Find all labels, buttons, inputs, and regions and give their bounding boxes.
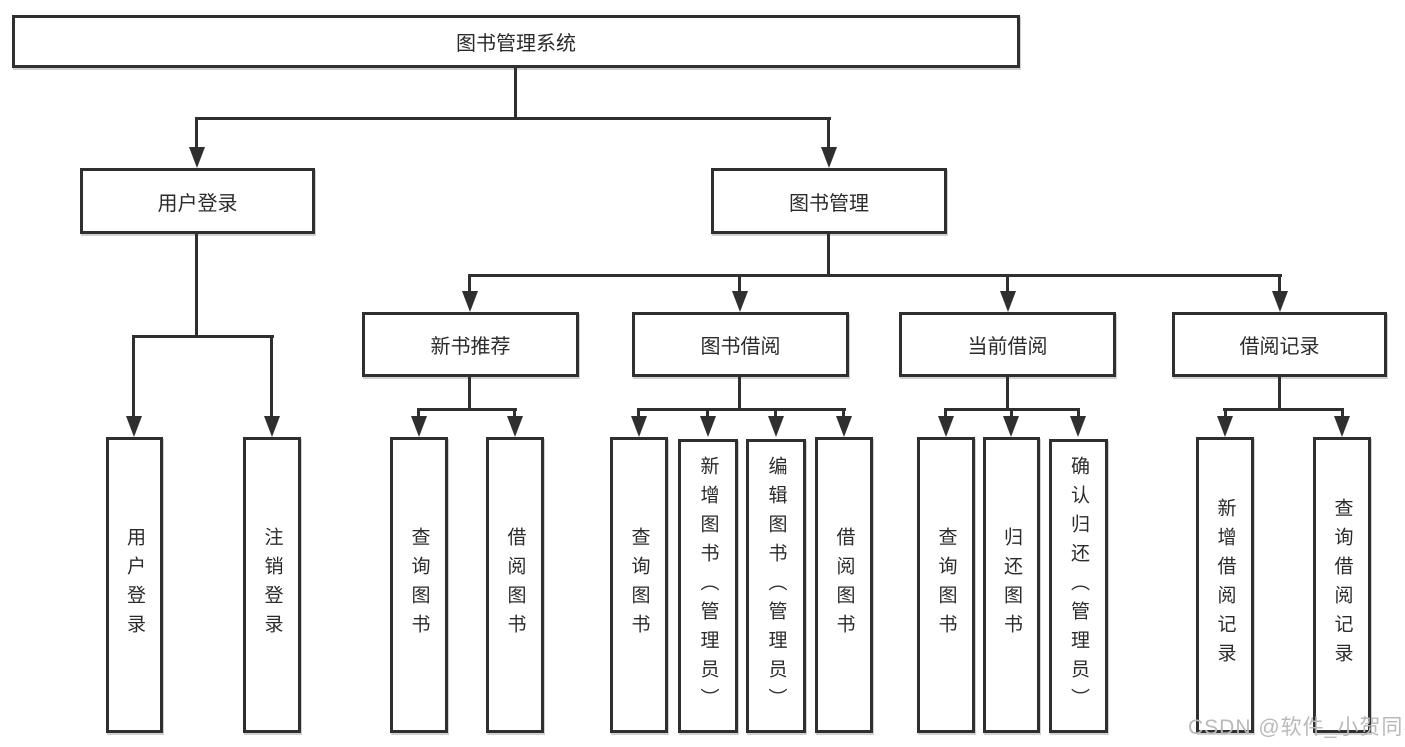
connector-stem [738,274,741,294]
watermark: CSDN @软件_小贺同学 [1188,716,1405,739]
leaf-borrow-books-recommend: 借阅图书 [486,437,544,733]
arrow-down [189,147,205,168]
node-borrowing-records: 借阅记录 [1172,312,1387,377]
connector-stem [774,408,777,420]
connector-stem [1010,408,1013,420]
leaf-confirm-return-admin: 确认归还（管理员） [1049,439,1108,733]
connector-stem [1278,274,1281,294]
arrow-down [1003,416,1019,437]
node-user-login-branch: 用户登录 [80,168,315,234]
arrow-down [462,291,478,312]
leaf-query-books-borrowing: 查询图书 [610,437,668,733]
arrow-down [1070,416,1086,437]
connector-stem [195,117,198,149]
connector-stem [468,274,471,294]
leaf-add-books-admin: 新增图书（管理员） [678,439,738,733]
connector-stem [842,408,845,420]
connector-stem [1077,408,1080,420]
connector-leaf-bar [417,408,517,411]
arrow-down [631,416,647,437]
connector-stub [738,377,741,411]
connector-level2-bar [195,117,831,120]
arrow-down [1000,291,1016,312]
arrow-down [700,416,716,437]
connector-root-stub [514,68,517,117]
arrow-down [938,416,954,437]
connector-stem [1224,408,1227,420]
node-book-borrowing: 图书借阅 [632,312,849,377]
leaf-return-books: 归还图书 [983,437,1040,733]
leaf-borrow-books-borrowing: 借阅图书 [815,437,873,733]
node-book-management-branch: 图书管理 [711,168,947,234]
connector-stem [827,117,830,149]
leaf-user-login: 用户登录 [106,437,163,733]
connector-stem [132,335,135,418]
connector-stem [944,408,947,420]
arrow-down [507,416,523,437]
leaf-query-borrow-record: 查询借阅记录 [1313,437,1371,733]
node-current-borrowing: 当前借阅 [899,312,1116,377]
connector-stub [468,377,471,411]
connector-leaf-bar [1223,408,1344,411]
arrow-down [1334,416,1350,437]
connector-user-login-bar [132,335,274,338]
connector-stem [1341,408,1344,420]
leaf-add-borrow-record: 新增借阅记录 [1196,437,1254,733]
leaf-logout: 注销登录 [243,437,301,733]
arrow-down [732,291,748,312]
arrow-down [768,416,784,437]
arrow-down [836,416,852,437]
connector-stem [706,408,709,420]
connector-stem [270,335,273,418]
connector-stem [417,408,420,420]
connector-stem [1006,274,1009,294]
node-library-management-system: 图书管理系统 [12,15,1020,68]
connector-stem [637,408,640,420]
arrow-down [1217,416,1233,437]
arrow-down [411,416,427,437]
node-new-book-recommend: 新书推荐 [362,312,579,377]
leaf-query-books-recommend: 查询图书 [390,437,448,733]
connector-level3-bar [468,274,1282,277]
arrow-down [126,416,142,437]
leaf-edit-books-admin: 编辑图书（管理员） [746,439,806,733]
connector-stub [1278,377,1281,411]
connector-book-mgmt-stub [827,234,830,274]
leaf-query-books-current: 查询图书 [917,437,975,733]
connector-stem [513,408,516,420]
arrow-down [1272,291,1288,312]
connector-stub [1006,377,1009,411]
connector-user-login-stub [195,234,198,335]
arrow-down [821,147,837,168]
arrow-down [264,416,280,437]
connector-leaf-bar [637,408,846,411]
